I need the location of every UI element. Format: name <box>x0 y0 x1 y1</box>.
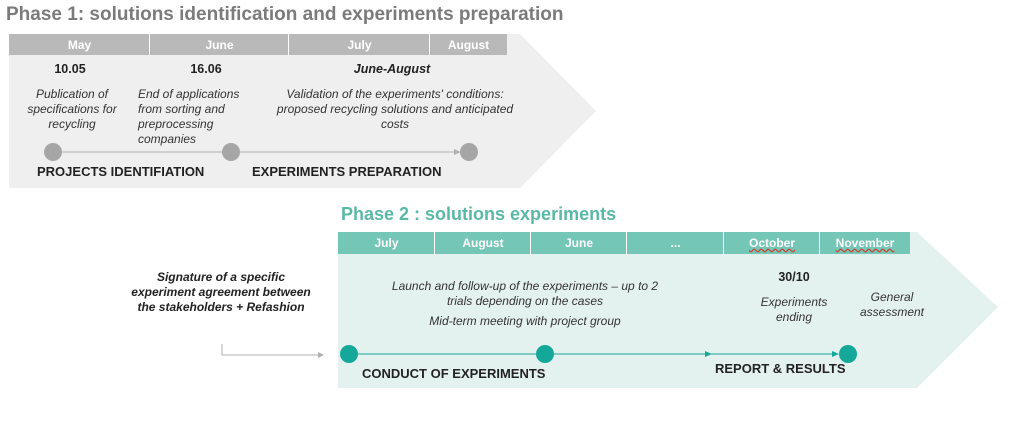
phase2-month-october: October <box>724 232 820 254</box>
phase1-month-july: July <box>289 34 430 55</box>
phase2-launch-description: Launch and follow-up of the experiments … <box>391 279 659 308</box>
phase1-date-1: 10.05 <box>54 62 86 76</box>
phase1-node-2 <box>222 143 240 161</box>
phase2-month-divider <box>626 232 627 254</box>
phase1-date-2: 16.06 <box>190 62 222 76</box>
signature-connector <box>221 344 318 356</box>
phase2-month-ellipsis: ... <box>627 232 724 254</box>
phase2-month-divider <box>819 232 820 254</box>
phase2-general-assessment: General assessment <box>859 290 925 319</box>
phase1-month-may: May <box>9 34 150 55</box>
phase2-month-july: July <box>338 232 435 254</box>
phase2-stage-conduct-of-experiments: CONDUCT OF EXPERIMENTS <box>362 366 546 381</box>
phase2-month-divider <box>530 232 531 254</box>
phase1-node-3 <box>460 143 478 161</box>
phase2-arrowhead-mid <box>705 351 712 357</box>
phase1-stage-experiments-preparation: EXPERIMENTS PREPARATION <box>252 164 442 179</box>
phase2-month-august: August <box>435 232 531 254</box>
phase1-arrowhead <box>454 149 461 155</box>
phase2-arrow-background <box>338 232 998 388</box>
phase2-month-november: November <box>820 232 910 254</box>
phase2-stage-report-and-results: REPORT & RESULTS <box>715 361 846 376</box>
phase1-month-divider <box>149 34 150 55</box>
phase2-arrowhead-end <box>832 351 839 357</box>
phase2-meeting-description: Mid-term meeting with project group <box>429 314 621 328</box>
phase1-month-divider <box>429 34 430 55</box>
phase2-month-divider <box>434 232 435 254</box>
phase1-description-3: Validation of the experiments' condition… <box>276 87 514 131</box>
phase1-stage-projects-identification: PROJECTS IDENTIFIATION <box>37 164 205 179</box>
phase1-node-1 <box>44 143 62 161</box>
signature-arrowhead <box>318 352 324 358</box>
signature-agreement-note: Signature of a specific experiment agree… <box>131 270 311 314</box>
phase2-month-divider <box>723 232 724 254</box>
phase1-month-divider <box>288 34 289 55</box>
phase1-date-3: June-August <box>353 62 431 76</box>
phase2-experiments-ending: Experiments ending <box>760 295 828 324</box>
phase1-month-august: August <box>430 34 507 55</box>
phase1-description-2: End of applications from sorting and pre… <box>138 87 240 146</box>
phase2-node-1 <box>340 345 358 363</box>
phase2-date: 30/10 <box>778 270 810 284</box>
phase2-title: Phase 2 : solutions experiments <box>341 204 617 224</box>
phase2-node-2 <box>536 345 554 363</box>
phase2-month-june: June <box>531 232 627 254</box>
phase1-description-1: Publication of specifications for recycl… <box>27 87 117 131</box>
phase1-arrow-background <box>9 34 596 188</box>
phase1-title: Phase 1: solutions identification and ex… <box>6 4 564 25</box>
phase1-month-june: June <box>150 34 289 55</box>
phase2-node-3 <box>839 345 857 363</box>
